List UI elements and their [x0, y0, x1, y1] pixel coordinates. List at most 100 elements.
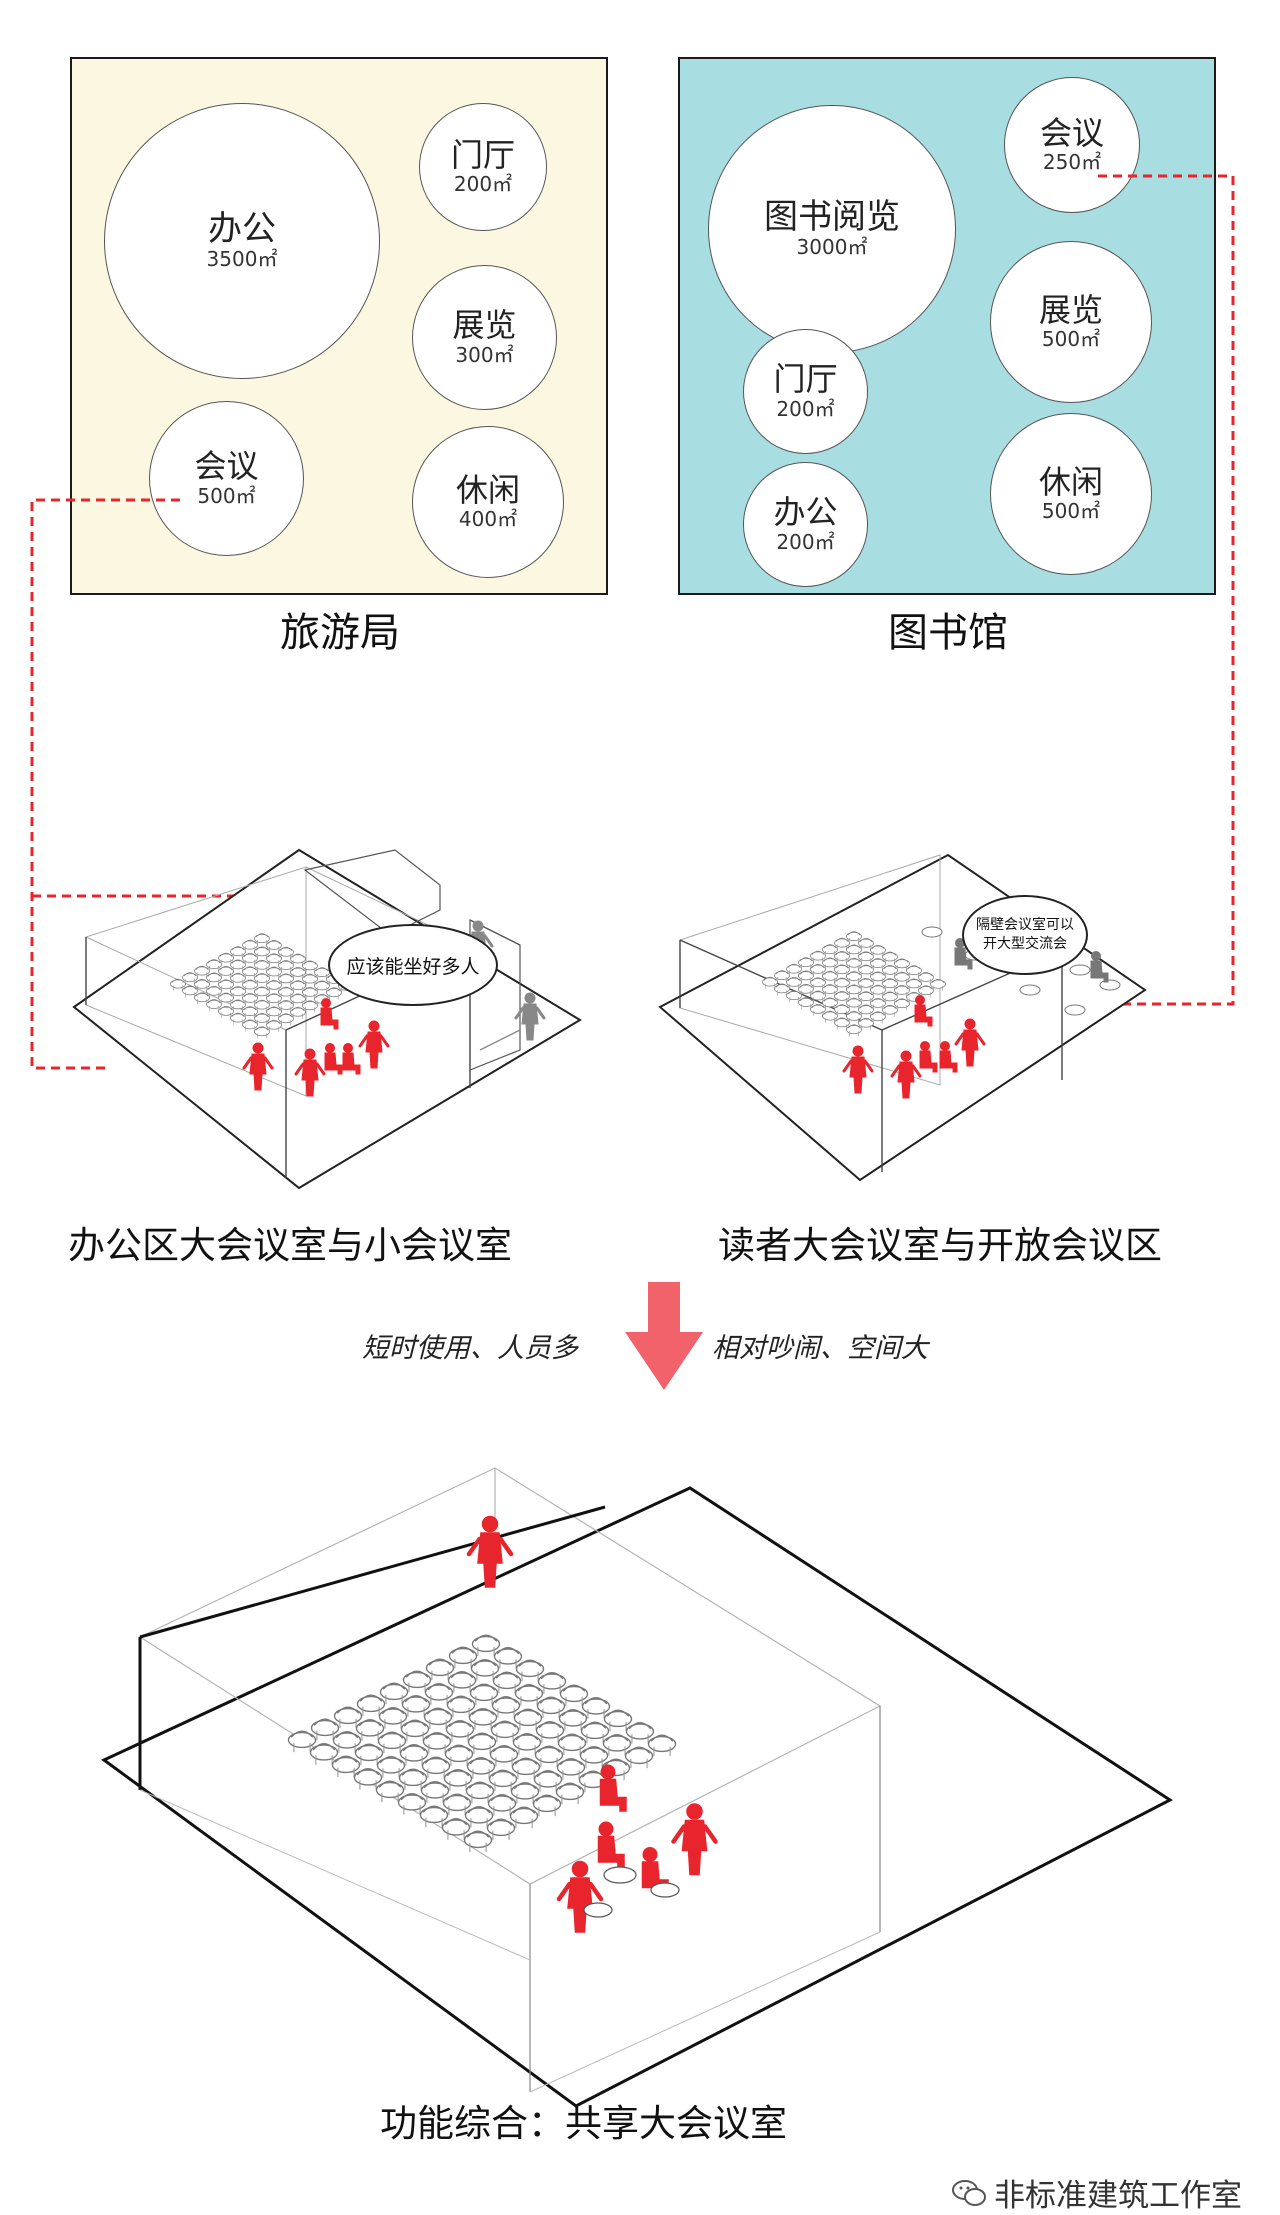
chair [834, 977, 850, 991]
chair [419, 1805, 449, 1828]
chair [870, 958, 886, 971]
chair [798, 957, 814, 970]
chair [230, 1012, 246, 1026]
chair [302, 973, 318, 987]
chair [578, 1770, 608, 1793]
chair [445, 1720, 475, 1743]
bubble-area: 250㎡ [1042, 150, 1102, 175]
chair [376, 1756, 406, 1779]
chair [491, 1696, 521, 1719]
chair [798, 997, 814, 1010]
seated-person [320, 998, 339, 1030]
chair [278, 946, 294, 960]
chair [870, 971, 886, 984]
chair [467, 1732, 497, 1755]
chair [492, 1671, 522, 1694]
chair [834, 964, 850, 977]
chair [278, 973, 294, 986]
chair [581, 1697, 611, 1720]
chair [882, 951, 898, 965]
chair [822, 997, 838, 1010]
chair [242, 992, 258, 1006]
chair [290, 1006, 306, 1020]
bubble-label: 图书阅览 [764, 196, 900, 237]
chair [254, 933, 270, 946]
chair [290, 980, 306, 993]
chair [882, 1004, 898, 1018]
chair [468, 1708, 498, 1731]
bubble-label: 休闲 [455, 470, 520, 509]
shared-hall-chairs [287, 1634, 677, 1853]
chair [206, 999, 222, 1012]
chair [194, 965, 210, 979]
seated-person [324, 1043, 343, 1075]
standing-person [559, 1862, 601, 1933]
chair [858, 977, 874, 991]
chair [194, 979, 210, 992]
chair [302, 1000, 318, 1013]
standing-person [954, 1017, 986, 1068]
shared-hall-caption: 功能综合：共享大会议室 [380, 2102, 787, 2145]
chair [254, 959, 270, 973]
chair [254, 973, 270, 986]
chair [930, 978, 946, 992]
chair [442, 1793, 472, 1816]
chair [810, 950, 826, 964]
chair [266, 1006, 282, 1019]
reader-room-caption: 读者大会议室与开放会议区 [718, 1224, 1162, 1267]
chair [786, 977, 802, 990]
standing-person [358, 1019, 390, 1070]
standing-person [842, 1044, 874, 1095]
chair [858, 1004, 874, 1017]
down-arrow-icon [625, 1282, 703, 1390]
bubble-area: 400㎡ [458, 507, 518, 532]
chair [379, 1682, 409, 1705]
bubble-label: 会议 [194, 447, 259, 486]
chair [603, 1709, 633, 1732]
chair [510, 1782, 540, 1805]
chair [326, 987, 342, 1000]
seated-person [939, 1041, 958, 1073]
chair [464, 1806, 494, 1829]
chair [206, 972, 222, 985]
chair [846, 984, 862, 997]
bubble-label: 展览 [452, 306, 517, 345]
chair [254, 1026, 270, 1039]
bubble-area: 3000㎡ [796, 235, 868, 260]
chair [882, 978, 898, 991]
office-room-chairs [170, 933, 354, 1039]
chair [858, 938, 874, 951]
chair [314, 967, 330, 980]
chair [290, 966, 306, 980]
chair [266, 966, 282, 980]
chair [870, 944, 886, 958]
chair [309, 1743, 339, 1766]
chair [557, 1733, 587, 1756]
speech-text: 应该能坐好多人 [346, 955, 480, 978]
bubble-meeting: 会议 250㎡ [1004, 77, 1140, 213]
chair [230, 986, 246, 999]
chair [302, 987, 318, 1000]
chair [834, 1017, 850, 1030]
library-panel: 图书阅览 3000㎡ 会议 250㎡ 展览 500㎡ 门厅 200㎡ 办公 20… [678, 57, 1216, 595]
chair [230, 999, 246, 1012]
chair [254, 1013, 270, 1026]
bubble-label: 休闲 [1038, 462, 1103, 501]
chair [314, 980, 330, 993]
chair [580, 1721, 610, 1744]
standing-person [242, 1041, 274, 1092]
chair [834, 1004, 850, 1017]
chair [278, 986, 294, 1000]
chair [514, 1684, 544, 1707]
seated-person [597, 1821, 625, 1869]
reader-room-iso [658, 853, 1147, 1182]
chair [423, 1707, 453, 1730]
chair [810, 964, 826, 977]
chair [446, 1695, 476, 1718]
chair [242, 1006, 258, 1019]
chair [314, 993, 330, 1007]
seated-person [342, 1043, 361, 1075]
chair [846, 971, 862, 984]
chair [302, 960, 318, 973]
chair [278, 1013, 294, 1026]
